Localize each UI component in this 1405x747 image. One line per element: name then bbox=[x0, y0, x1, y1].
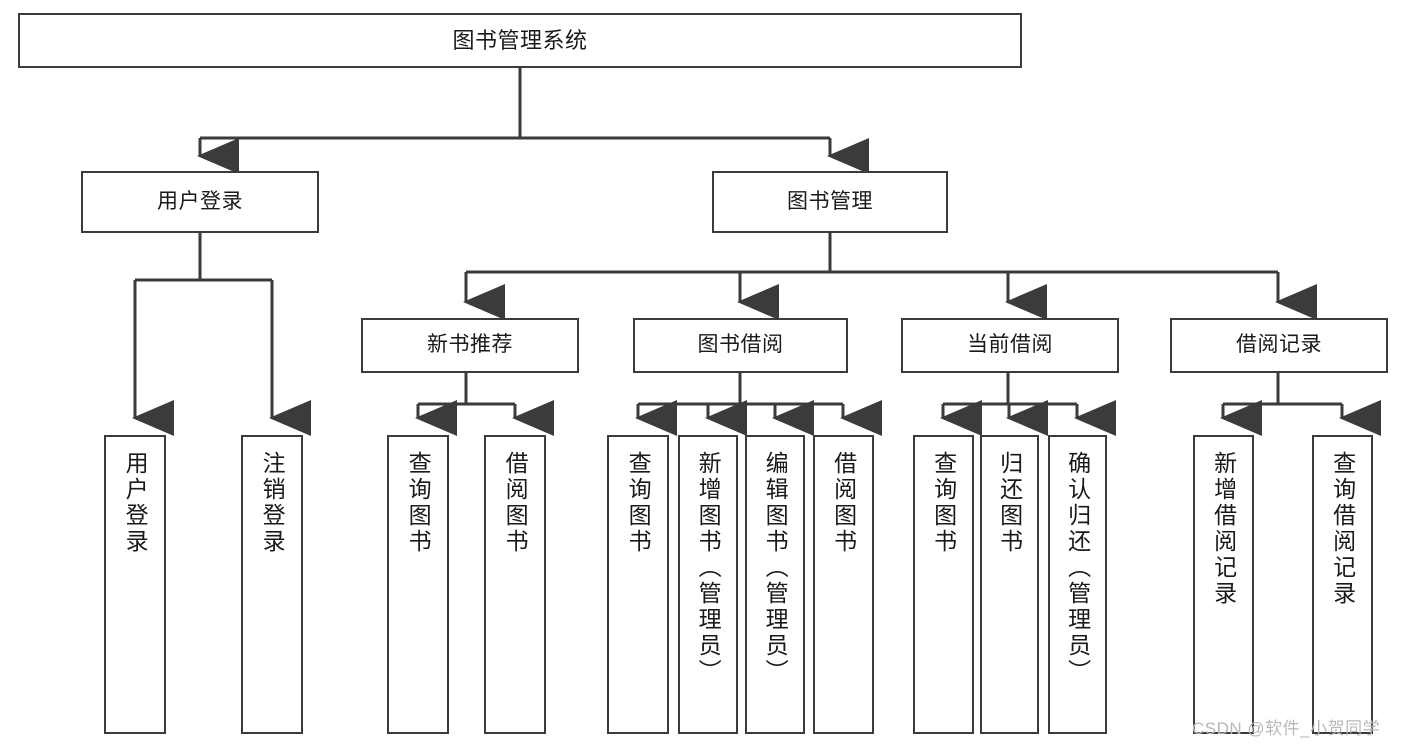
node-leaf-confirm-return-label: 确认归还（管理员） bbox=[1064, 451, 1091, 685]
node-leaf-add-record-label: 新增借阅记录 bbox=[1210, 451, 1237, 607]
node-root[interactable]: 图书管理系统 bbox=[18, 13, 1022, 68]
node-leaf-return-book[interactable]: 归还图书 bbox=[980, 435, 1039, 734]
node-leaf-edit-book[interactable]: 编辑图书（管理员） bbox=[745, 435, 805, 734]
node-borrow-record-label: 借阅记录 bbox=[1236, 333, 1322, 357]
csdn-watermark: CSDN @软件_小贺同学 bbox=[1192, 719, 1381, 738]
node-leaf-borrow-book-rec-label: 借阅图书 bbox=[502, 451, 529, 555]
node-current-borrow-label: 当前借阅 bbox=[967, 333, 1053, 357]
node-leaf-return-book-label: 归还图书 bbox=[996, 451, 1023, 555]
node-book-borrow-label: 图书借阅 bbox=[697, 333, 784, 357]
node-leaf-borrow-book-label: 借阅图书 bbox=[830, 451, 857, 555]
node-leaf-user-login-label: 用户登录 bbox=[122, 451, 149, 555]
node-leaf-query-book-cur-label: 查询图书 bbox=[930, 451, 957, 555]
node-new-book-rec-label: 新书推荐 bbox=[427, 333, 513, 357]
node-leaf-user-logout[interactable]: 注销登录 bbox=[241, 435, 303, 734]
node-leaf-add-record[interactable]: 新增借阅记录 bbox=[1193, 435, 1254, 734]
node-leaf-add-book[interactable]: 新增图书（管理员） bbox=[678, 435, 738, 734]
node-book-borrow[interactable]: 图书借阅 bbox=[633, 318, 848, 373]
node-book-manage-label: 图书管理 bbox=[787, 189, 873, 213]
node-borrow-record[interactable]: 借阅记录 bbox=[1170, 318, 1388, 373]
node-leaf-add-book-label: 新增图书（管理员） bbox=[695, 451, 722, 685]
node-leaf-query-record-label: 查询借阅记录 bbox=[1329, 451, 1356, 607]
node-new-book-rec[interactable]: 新书推荐 bbox=[361, 318, 579, 373]
node-user-login-label: 用户登录 bbox=[157, 189, 243, 213]
node-book-manage[interactable]: 图书管理 bbox=[712, 171, 948, 233]
node-leaf-query-book-rec-label: 查询图书 bbox=[405, 451, 432, 555]
node-leaf-query-book-borrow-label: 查询图书 bbox=[625, 451, 652, 555]
node-leaf-borrow-book-rec[interactable]: 借阅图书 bbox=[484, 435, 546, 734]
node-leaf-edit-book-label: 编辑图书（管理员） bbox=[762, 451, 789, 685]
node-leaf-query-book-rec[interactable]: 查询图书 bbox=[387, 435, 449, 734]
node-leaf-borrow-book[interactable]: 借阅图书 bbox=[813, 435, 874, 734]
node-leaf-confirm-return[interactable]: 确认归还（管理员） bbox=[1048, 435, 1107, 734]
node-user-login[interactable]: 用户登录 bbox=[81, 171, 319, 233]
node-leaf-query-book-cur[interactable]: 查询图书 bbox=[913, 435, 974, 734]
node-current-borrow[interactable]: 当前借阅 bbox=[901, 318, 1119, 373]
node-leaf-user-login[interactable]: 用户登录 bbox=[104, 435, 166, 734]
node-leaf-query-book-borrow[interactable]: 查询图书 bbox=[607, 435, 669, 734]
node-leaf-query-record[interactable]: 查询借阅记录 bbox=[1312, 435, 1373, 734]
node-leaf-user-logout-label: 注销登录 bbox=[259, 451, 286, 555]
node-root-label: 图书管理系统 bbox=[452, 27, 588, 53]
